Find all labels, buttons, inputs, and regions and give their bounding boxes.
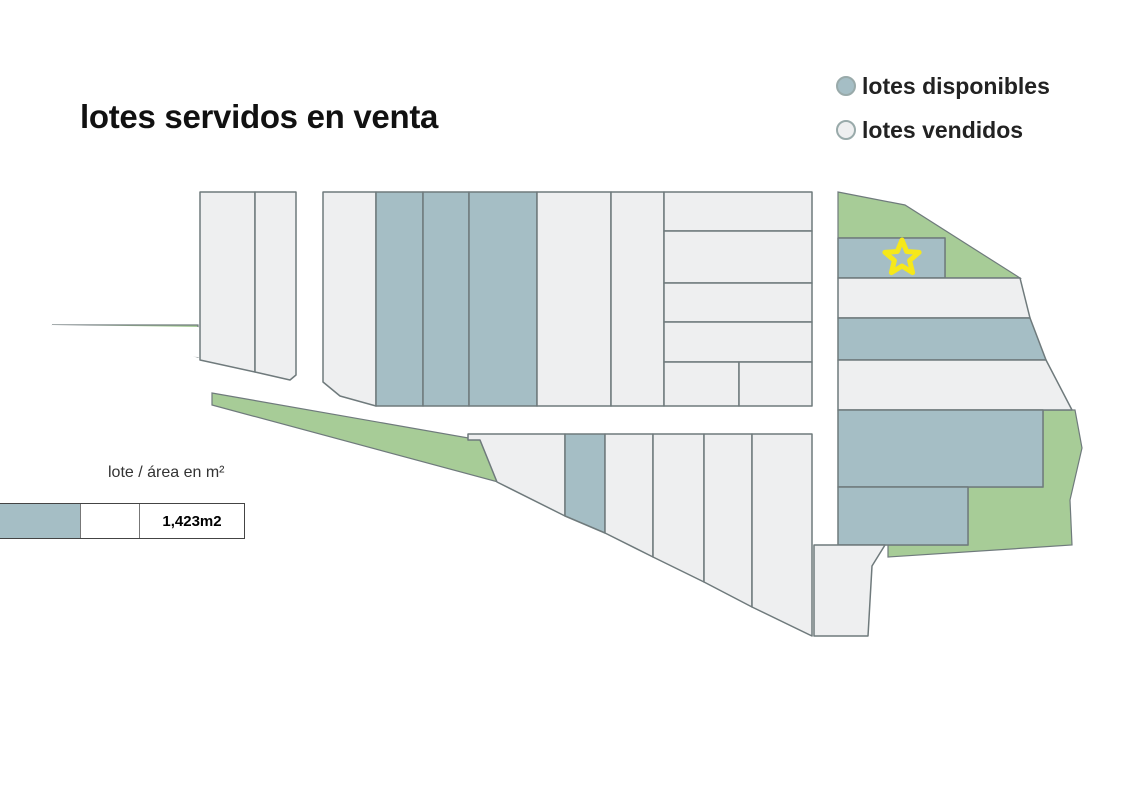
lot-sold[interactable] (703, 433, 753, 608)
lot-sold[interactable] (610, 191, 665, 407)
lot-sold[interactable] (751, 433, 813, 637)
scale-label: lote / área en m² (108, 464, 225, 481)
lot-sold[interactable] (199, 191, 256, 373)
lot-sold[interactable] (254, 191, 297, 381)
lot-available[interactable] (422, 191, 470, 407)
lot-sold[interactable] (837, 359, 1073, 411)
star-icon (882, 237, 922, 276)
lot-available[interactable] (564, 433, 606, 534)
scale-value: 1,423m2 (140, 504, 244, 538)
lot-sold[interactable] (652, 433, 705, 583)
available-swatch-icon (836, 76, 856, 96)
lot-available[interactable] (837, 409, 1044, 488)
lot-sold[interactable] (837, 277, 1031, 319)
star-icon (882, 237, 922, 276)
scale-swatch-available (0, 504, 81, 538)
scale-swatch-blank (81, 504, 140, 538)
lot-available[interactable] (837, 486, 969, 546)
sold-swatch-icon (836, 120, 856, 140)
legend-sold-label: lotes vendidos (862, 116, 1024, 143)
lot-available[interactable] (375, 191, 424, 407)
legend: lotes disponibles lotes vendidos (836, 64, 1050, 152)
legend-available-label: lotes disponibles (862, 72, 1050, 99)
lot-sold[interactable] (663, 191, 813, 232)
lot-available[interactable] (837, 317, 1047, 361)
lot-sold[interactable] (663, 361, 740, 407)
lot-sold[interactable] (536, 191, 612, 407)
lot-sold[interactable] (604, 433, 654, 558)
lot-sold[interactable] (813, 544, 886, 637)
lot-sold[interactable] (663, 282, 813, 323)
lot-sold[interactable] (663, 321, 813, 363)
page-title: lotes servidos en venta (80, 98, 439, 135)
lot-available[interactable] (468, 191, 538, 407)
lot-sold[interactable] (322, 191, 377, 407)
scale-bar: 1,423m2 (0, 503, 245, 539)
legend-sold: lotes vendidos (836, 108, 1050, 152)
lot-sold[interactable] (738, 361, 813, 407)
lot-sold[interactable] (663, 230, 813, 284)
legend-available: lotes disponibles (836, 64, 1050, 108)
lots (199, 191, 1073, 637)
